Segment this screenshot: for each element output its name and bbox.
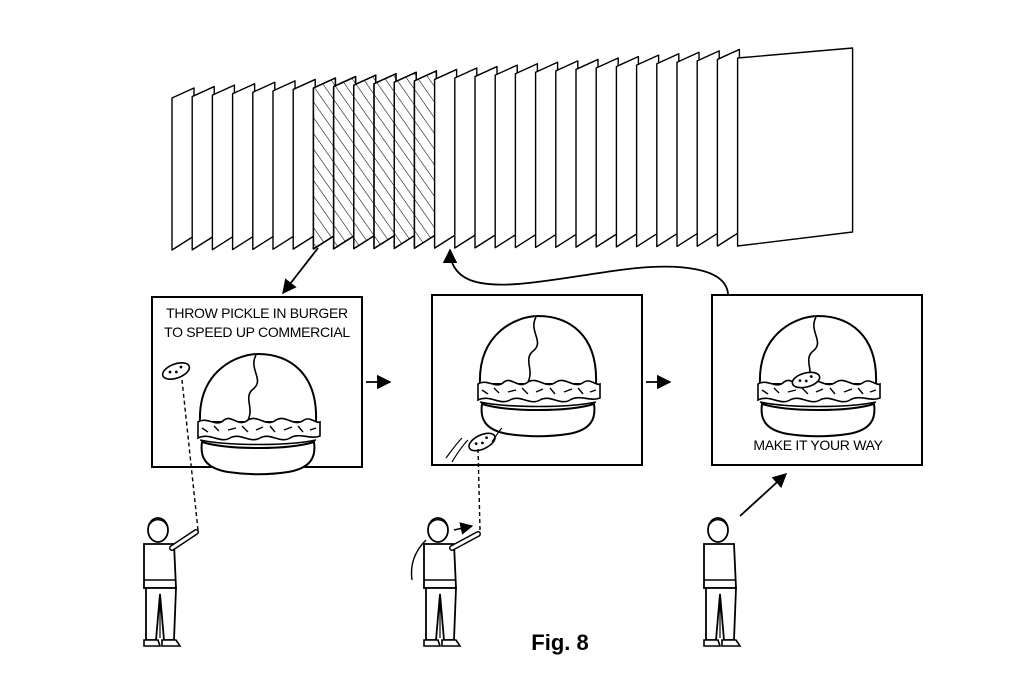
video-frame [171,87,195,251]
video-frame [656,53,680,248]
video-frame-hatched [393,71,417,250]
panel-1-caption-line-2: TO SPEED UP COMMERCIAL [164,324,350,340]
video-frame-hatched [413,70,438,249]
motion-lines [410,539,427,581]
video-frame [635,54,660,248]
arrow-panel-3-to-stack [442,248,729,295]
panel-3-caption: MAKE IT YOUR WAY [753,437,883,453]
video-frame-hatched [332,75,357,250]
panel-2 [431,294,643,466]
video-frame [534,61,559,249]
video-frame [514,63,539,249]
motion-lines [491,427,503,443]
panel-3: MAKE IT YOUR WAY [711,294,923,466]
video-frame [696,50,720,247]
video-frame [474,65,498,249]
person-2 [410,447,481,647]
video-frame [231,83,256,251]
video-frame [191,85,215,251]
figure-label: Fig. 8 [531,630,588,655]
video-frame-hatched [373,73,397,250]
arrow-person-3-to-panel-3 [739,473,788,517]
person-1 [143,379,199,647]
video-frame [433,68,458,249]
motion-lines [445,437,469,463]
video-frame [736,47,854,247]
video-frame-stack [171,47,854,251]
video-frame [211,84,236,251]
burger-illustration [197,353,321,476]
video-frame [716,48,741,247]
video-frame [575,58,599,248]
video-frame [615,55,640,248]
panel-1: THROW PICKLE IN BURGER TO SPEED UP COMME… [151,296,363,476]
video-frame [595,57,619,248]
video-frame [676,51,700,248]
person-icon [143,517,181,647]
person-icon [423,517,461,647]
video-frame [494,64,518,249]
person-3 [703,473,788,647]
video-frame [272,80,296,250]
video-frame [252,81,276,251]
video-frame-hatched [312,77,337,250]
panel-1-caption-line-1: THROW PICKLE IN BURGER [166,305,348,321]
throw-motion-arrow [453,522,474,535]
person-icon [703,517,741,647]
arrow-stack-to-panel-1 [282,247,319,295]
video-frame [292,78,316,250]
burger-illustration [477,315,601,438]
video-frame [454,67,478,249]
video-frame [555,60,579,248]
video-frame-hatched [353,74,377,250]
